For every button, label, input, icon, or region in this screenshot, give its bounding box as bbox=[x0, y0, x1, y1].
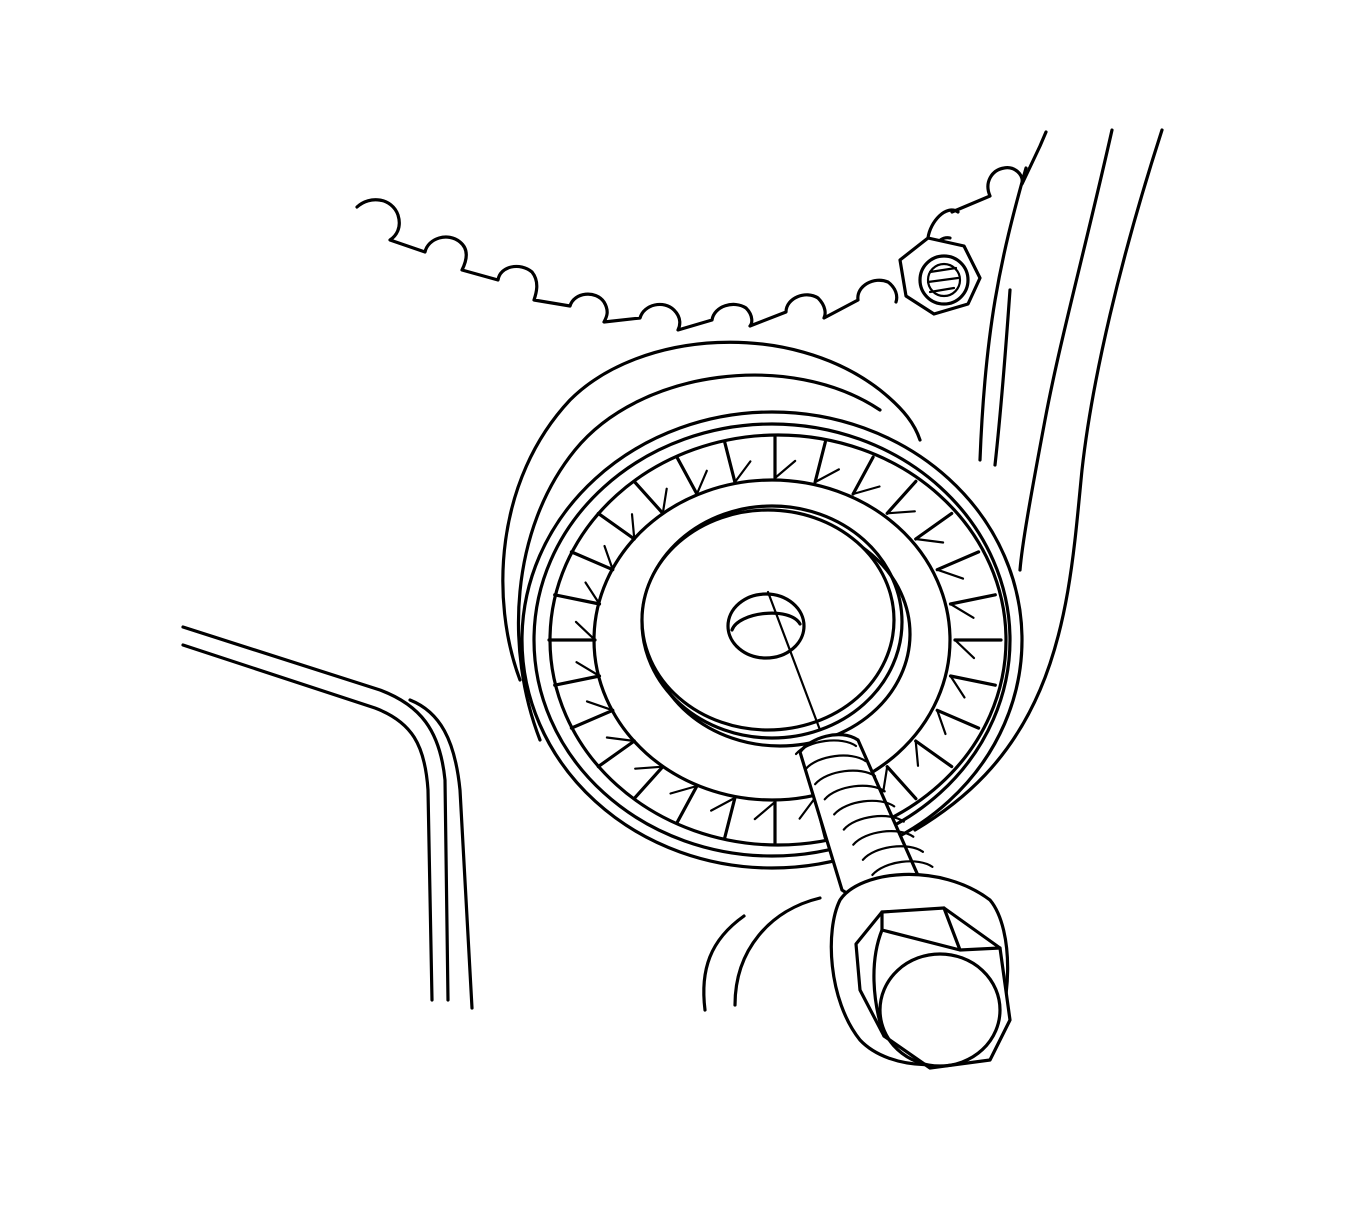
roller-divider bbox=[914, 511, 954, 541]
roller-edge bbox=[575, 661, 601, 678]
roller-divider bbox=[596, 511, 636, 541]
bolt-thread bbox=[823, 784, 886, 801]
roller-divider bbox=[569, 708, 615, 730]
roller-edge bbox=[669, 784, 698, 795]
roller-divider bbox=[723, 796, 737, 840]
roller-edge bbox=[630, 513, 636, 541]
roller-edge bbox=[661, 487, 668, 515]
roller-divider bbox=[632, 765, 665, 801]
roller-divider bbox=[596, 739, 636, 769]
pulley-outer-rim bbox=[501, 340, 1024, 870]
roller-divider bbox=[553, 593, 602, 606]
roller-edge bbox=[814, 468, 840, 484]
idler-pulley-bolt bbox=[766, 590, 1012, 1070]
housing-edge bbox=[181, 625, 474, 1010]
roller-edge bbox=[852, 485, 881, 496]
bolt-thread bbox=[814, 769, 877, 786]
bracket-curves bbox=[702, 896, 822, 1012]
roller-edge bbox=[733, 460, 752, 484]
roller-edge bbox=[603, 544, 614, 571]
pulley-bearing-rollers bbox=[547, 433, 1008, 847]
bolt-thread bbox=[804, 754, 867, 771]
roller-edge bbox=[949, 602, 975, 619]
roller-divider bbox=[948, 674, 997, 687]
roller-divider bbox=[948, 593, 997, 606]
roller-divider bbox=[935, 708, 981, 730]
roller-edge bbox=[914, 537, 945, 544]
roller-divider bbox=[813, 440, 827, 484]
roller-edge bbox=[936, 568, 965, 580]
roller-divider bbox=[885, 479, 918, 515]
bolt-thread bbox=[871, 860, 934, 876]
roller-edge bbox=[914, 739, 920, 767]
roller-edge bbox=[773, 459, 797, 480]
bolt-thread bbox=[861, 845, 924, 861]
roller-edge bbox=[584, 581, 601, 606]
roller-edge bbox=[710, 796, 736, 812]
roller-edge bbox=[886, 510, 916, 515]
roller-divider bbox=[851, 455, 875, 496]
roller-divider bbox=[885, 765, 918, 801]
roller-edge bbox=[882, 765, 889, 793]
bolt-thread bbox=[852, 830, 915, 846]
roller-edge bbox=[753, 800, 777, 821]
roller-edge bbox=[634, 765, 664, 770]
roller-divider bbox=[675, 784, 699, 825]
engine-cover-outline bbox=[913, 128, 1164, 832]
roller-divider bbox=[935, 550, 981, 572]
roller-edge bbox=[798, 796, 817, 820]
roller-edge bbox=[953, 638, 976, 660]
roller-edge bbox=[936, 709, 947, 736]
roller-edge bbox=[574, 620, 597, 642]
roller-edge bbox=[585, 700, 614, 712]
nut bbox=[898, 208, 982, 316]
roller-divider bbox=[569, 550, 615, 572]
roller-edge bbox=[605, 736, 636, 743]
pulley-hub bbox=[640, 504, 912, 748]
roller-divider bbox=[553, 674, 602, 687]
roller-divider bbox=[675, 455, 699, 496]
bolt-thread bbox=[794, 739, 858, 756]
bolt-thread bbox=[842, 815, 905, 831]
roller-divider bbox=[723, 440, 737, 484]
roller-divider bbox=[914, 739, 954, 769]
roller-edge bbox=[949, 674, 966, 699]
roller-divider bbox=[632, 479, 665, 515]
bolt-thread bbox=[833, 799, 896, 816]
roller-edge bbox=[695, 469, 708, 496]
